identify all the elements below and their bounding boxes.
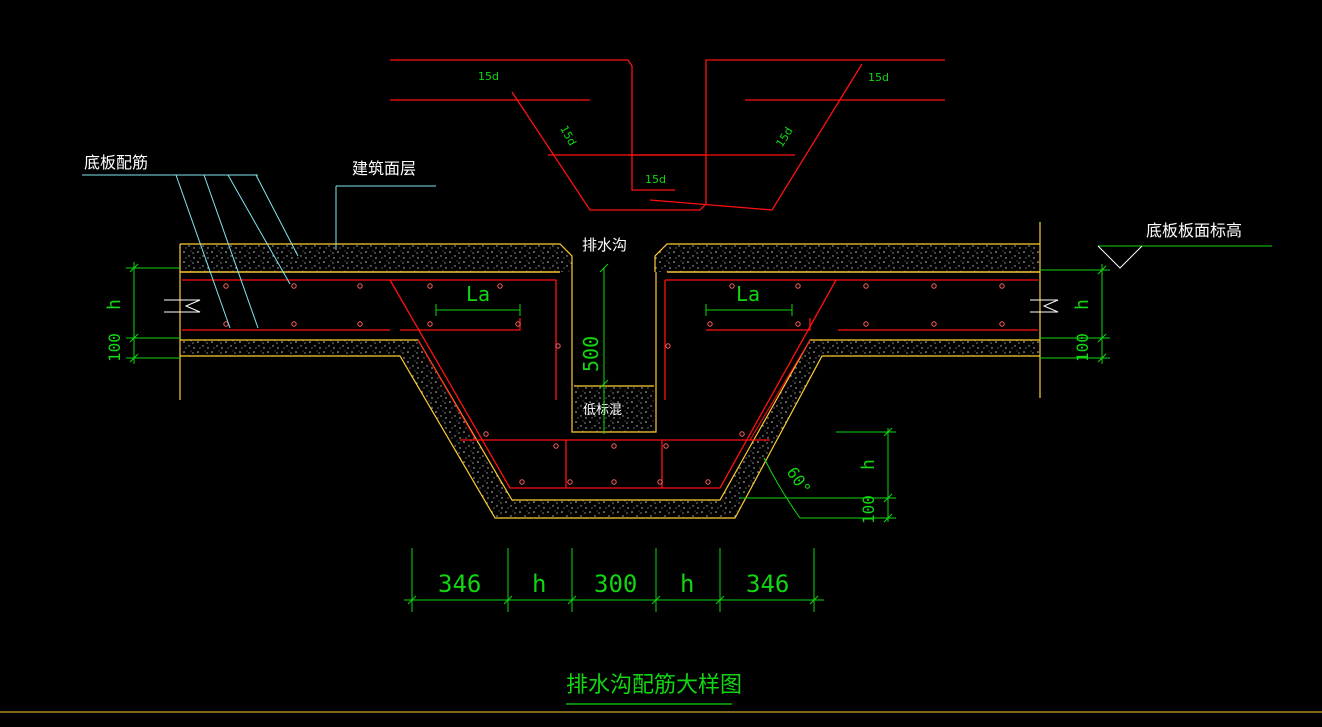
low-grade-concrete-label: 低标混 <box>583 403 622 418</box>
low-grade-concrete-block: 低标混 <box>574 385 654 432</box>
bottom-dimension: 346 h 300 h 346 <box>404 548 824 612</box>
right-h-label: h <box>1072 299 1093 310</box>
detail-label-slope-right: 15d <box>774 125 796 150</box>
slope-100-label: 100 <box>859 495 878 524</box>
slab-outline <box>164 222 1059 433</box>
cushion-layer <box>180 339 1040 519</box>
bottom-dim-2: h <box>532 570 546 598</box>
anchorage-left: La <box>435 282 521 316</box>
detail-label-slope-left: 15d <box>557 123 578 148</box>
left-h-label: h <box>104 299 125 310</box>
anchorage-right: La <box>705 282 793 316</box>
anchorage-right-label: La <box>736 282 760 306</box>
bottom-slab-rebar-label: 底板配筋 <box>84 153 148 172</box>
slab-rebar <box>182 279 1038 489</box>
anchorage-left-label: La <box>466 282 490 306</box>
detail-label-top-right: 15d <box>868 71 889 84</box>
rebar-dots <box>223 283 1005 485</box>
bottom-dim-5: 346 <box>746 570 789 598</box>
right-100-label: 100 <box>1073 333 1092 362</box>
finish-layer-leader: 建筑面层 <box>335 159 436 250</box>
depth-dimension: 500 <box>579 263 609 434</box>
detail-label-top-left: 15d <box>478 70 499 83</box>
drawing-title: 排水沟配筋大样图 <box>566 673 742 698</box>
left-100-label: 100 <box>105 333 124 362</box>
bottom-dim-4: h <box>680 570 694 598</box>
slab-elevation-label: 底板板面标高 <box>1146 221 1242 240</box>
slope-h-label: h <box>858 459 879 470</box>
bottom-dim-3: 300 <box>594 570 637 598</box>
angle-label: 60° <box>783 463 815 498</box>
left-dimension: h 100 <box>104 262 180 364</box>
depth-500-label: 500 <box>579 336 603 372</box>
drain-channel-leader: 排水沟 <box>582 236 627 254</box>
right-dimension: h 100 <box>1040 264 1110 364</box>
drain-channel-label: 排水沟 <box>582 236 627 254</box>
rebar-leader: 底板配筋 <box>82 153 299 329</box>
detail-label-bottom: 15d <box>645 173 666 186</box>
finish-layer <box>180 243 1040 273</box>
bottom-dim-1: 346 <box>438 570 481 598</box>
rebar-detail: 15d 15d 15d 15d 15d <box>390 59 945 211</box>
building-finish-label: 建筑面层 <box>352 159 416 178</box>
drawing-title-block: 排水沟配筋大样图 <box>566 673 742 705</box>
elevation-marker: 底板板面标高 <box>1097 221 1272 269</box>
